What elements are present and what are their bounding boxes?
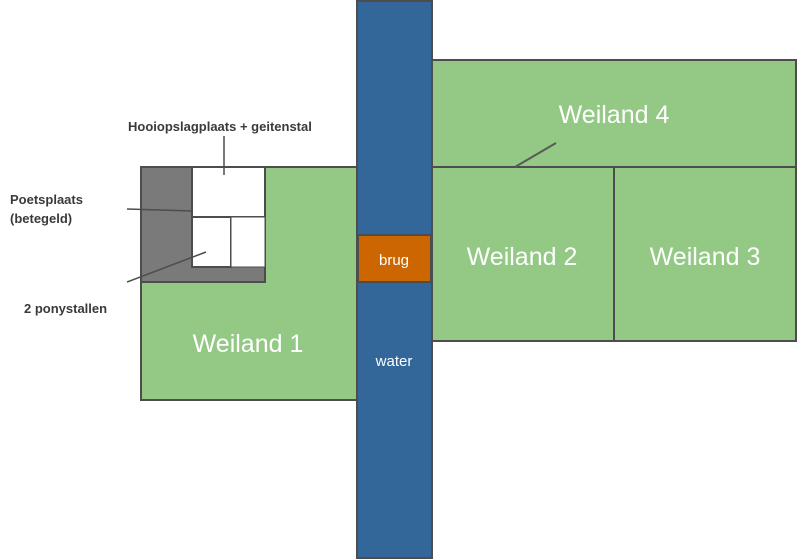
weiland-1-label: Weiland 1 — [193, 330, 304, 358]
weiland4-leader-line — [514, 142, 557, 168]
poetsplaats-label-line1: Poetsplaats — [10, 192, 83, 207]
weiland-3-area — [613, 166, 797, 342]
bridge — [357, 234, 432, 283]
ponystal-1 — [191, 216, 232, 268]
weiland-2-area — [429, 166, 615, 342]
water-label: water — [375, 353, 413, 370]
ponystallen-label: 2 ponystallen — [24, 301, 107, 316]
hooiopslag-label: Hooiopslagplaats + geitenstal — [128, 119, 312, 134]
pony-leader-line — [126, 251, 207, 283]
weiland-3-label: Weiland 3 — [650, 243, 761, 271]
hooiopslag-building — [191, 166, 266, 218]
poetsplaats-label-line2: (betegeld) — [10, 211, 72, 226]
poets-leader-line — [126, 208, 193, 212]
weiland-4-area — [429, 59, 797, 168]
weiland-4-label: Weiland 4 — [559, 101, 670, 129]
ponystal-2 — [230, 216, 266, 268]
weiland-2-label: Weiland 2 — [467, 243, 578, 271]
brug-label: brug — [379, 252, 409, 269]
